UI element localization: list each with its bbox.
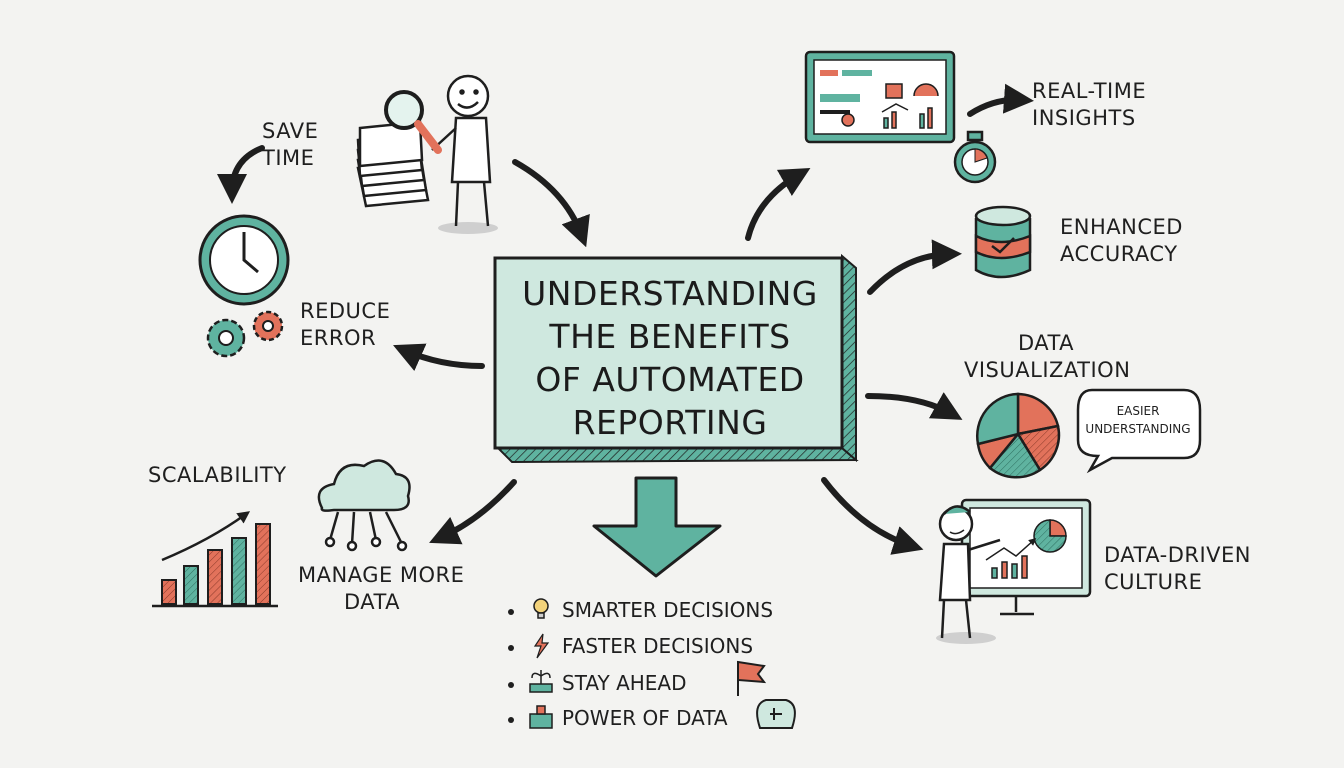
person-magnifier-icon bbox=[356, 74, 498, 234]
label-line: TIME bbox=[262, 146, 315, 170]
arrow-save-time bbox=[217, 145, 265, 204]
down-arrow-icon bbox=[592, 476, 722, 578]
bullet-dot bbox=[508, 608, 514, 615]
label-line: SAVE bbox=[262, 119, 319, 143]
label-scalability: SCALABILITY bbox=[148, 463, 287, 487]
pie-chart-icon bbox=[976, 392, 1061, 479]
label-reduce-error: REDUCE ERROR bbox=[300, 298, 390, 352]
lightbulb-icon bbox=[533, 598, 549, 619]
arrow-dashboard-to-insights bbox=[967, 83, 1034, 117]
blocks-icon bbox=[529, 705, 553, 729]
plant-icon bbox=[529, 670, 553, 693]
arrow-person-to-center bbox=[512, 159, 590, 248]
arrow-center-to-dashboard bbox=[745, 168, 811, 241]
bullet-text: SMARTER DECISIONS bbox=[562, 598, 774, 622]
cloud-network-icon bbox=[317, 459, 411, 552]
label-line: UNDERSTANDING bbox=[1085, 422, 1191, 436]
label-data-driven-culture: DATA-DRIVEN CULTURE bbox=[1104, 542, 1251, 596]
database-icon bbox=[974, 205, 1032, 279]
arrow-center-to-manage-data bbox=[429, 479, 517, 545]
bullet-item: POWER OF DATA bbox=[508, 705, 728, 731]
bullet-item: FASTER DECISIONS bbox=[508, 633, 753, 659]
label-line: REDUCE bbox=[300, 299, 391, 323]
bullet-item: STAY AHEAD bbox=[508, 670, 687, 696]
label-line: EASIER bbox=[1116, 404, 1160, 418]
label-save-time: SAVE TIME bbox=[262, 118, 318, 172]
clock-icon bbox=[198, 214, 290, 306]
title-line: THE BENEFITS bbox=[549, 317, 791, 356]
label-line: MANAGE MORE bbox=[298, 563, 465, 587]
label-line: INSIGHTS bbox=[1032, 106, 1136, 130]
title-line: OF AUTOMATED bbox=[535, 360, 805, 399]
speech-bubble bbox=[1076, 388, 1202, 474]
stopwatch-icon bbox=[953, 130, 997, 184]
bullet-item: SMARTER DECISIONS bbox=[508, 597, 773, 623]
label-line: ENHANCED bbox=[1060, 215, 1183, 239]
data-bag-icon bbox=[756, 699, 796, 729]
flag-icon bbox=[737, 660, 767, 696]
label-real-time-insights: REAL-TIME INSIGHTS bbox=[1032, 78, 1146, 132]
label-line: REAL-TIME bbox=[1032, 79, 1147, 103]
title-line: REPORTING bbox=[572, 403, 768, 442]
label-data-visualization: DATA VISUALIZATION bbox=[964, 330, 1131, 384]
dashboard-icon bbox=[804, 50, 956, 144]
arrow-center-to-accuracy bbox=[867, 239, 962, 295]
growth-chart-icon bbox=[152, 511, 278, 608]
bullet-dot bbox=[508, 644, 514, 651]
title-line: UNDERSTANDING bbox=[522, 274, 818, 313]
central-title-box bbox=[493, 253, 859, 464]
gears-icon bbox=[206, 310, 284, 358]
bullet-text: POWER OF DATA bbox=[562, 706, 728, 730]
label-line: DATA bbox=[1017, 331, 1075, 355]
label-enhanced-accuracy: ENHANCED ACCURACY bbox=[1060, 214, 1183, 268]
label-line: VISUALIZATION bbox=[964, 358, 1131, 382]
arrow-center-to-visualization bbox=[865, 392, 963, 420]
bullet-dot bbox=[508, 716, 514, 723]
arrow-center-to-reduce-error bbox=[393, 343, 485, 372]
label-line: ACCURACY bbox=[1060, 242, 1178, 266]
presenter-monitor-icon bbox=[936, 498, 1092, 644]
bullet-dot bbox=[508, 681, 514, 688]
label-line: DATA-DRIVEN bbox=[1104, 543, 1252, 567]
label-easier-understanding: EASIER UNDERSTANDING bbox=[1082, 402, 1194, 438]
arrow-center-to-culture bbox=[821, 477, 924, 555]
central-title: UNDERSTANDING THE BENEFITS OF AUTOMATED … bbox=[500, 272, 840, 444]
lightning-icon bbox=[533, 633, 550, 659]
bullet-text: STAY AHEAD bbox=[562, 671, 687, 695]
label-manage-more-data: MANAGE MORE DATA bbox=[298, 562, 465, 616]
bullet-text: FASTER DECISIONS bbox=[562, 634, 754, 658]
label-line: CULTURE bbox=[1104, 570, 1203, 594]
label-line: DATA bbox=[343, 590, 401, 614]
label-line: ERROR bbox=[300, 326, 377, 350]
